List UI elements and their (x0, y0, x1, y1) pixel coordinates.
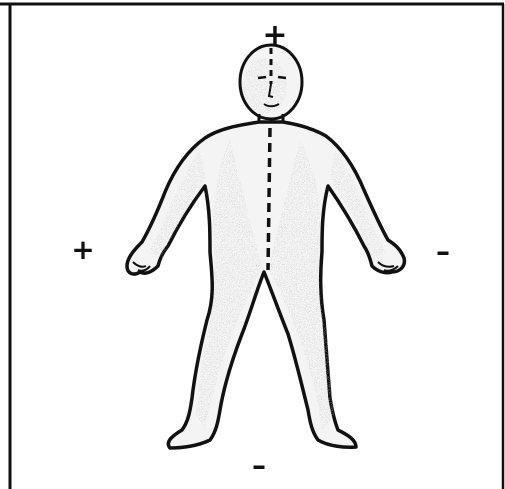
human-figure (127, 45, 404, 448)
sign-left: + (71, 233, 94, 266)
sign-right: – (436, 235, 450, 268)
sign-bottom: – (252, 449, 266, 482)
sign-top: + (262, 18, 287, 53)
